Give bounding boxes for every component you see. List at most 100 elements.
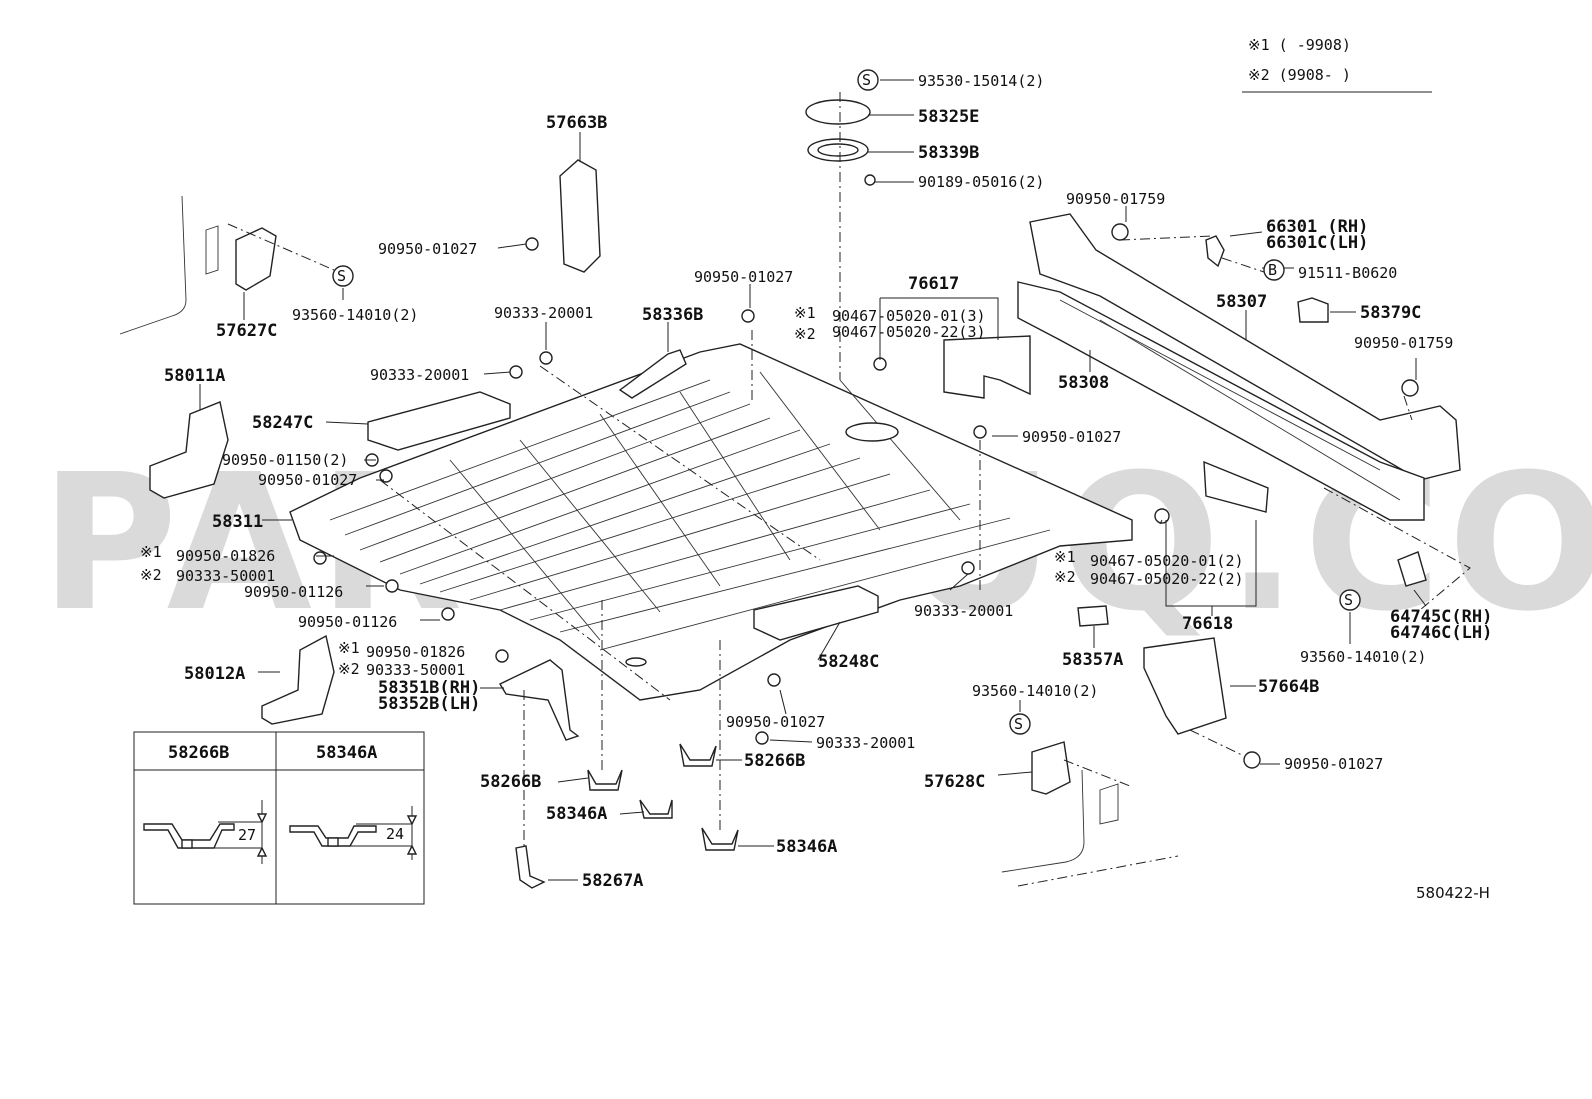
label-90467-05020-01-a: 90467-05020-01(3) [832,307,986,325]
svg-text:S: S [1014,715,1023,733]
label-58336B: 58336B [642,305,703,325]
label-90467-05020-01-b: 90467-05020-01(2) [1090,552,1244,570]
b-marker: B [1263,259,1285,281]
label-58247C: 58247C [252,413,313,433]
label-58248C: 58248C [818,652,879,672]
pillar-57663B [559,159,601,273]
s-marker-4: S [1339,589,1361,611]
label-90333-20001-a: 90333-20001 [494,304,593,322]
label-93560-14010-a: 93560-14010(2) [292,306,418,324]
label-76617: 76617 [908,274,959,294]
label-58307: 58307 [1216,292,1267,312]
center-lines [227,92,1471,850]
label-57664B: 57664B [1258,677,1319,697]
label-58379C: 58379C [1360,303,1421,323]
label-93560-14010-c: 93560-14010(2) [1300,648,1426,666]
s-marker-1: S [857,69,879,91]
bracket-58011A [149,401,229,499]
label-91511-B0620: 91511-B0620 [1298,264,1397,282]
diagram-id: 580422-H [1416,884,1490,902]
label-90950-01126-a: 90950-01126 [244,583,343,601]
detail-inset: 58266B 58346A 27 24 [133,731,425,905]
label-93560-14010-b: 93560-14010(2) [972,682,1098,700]
marker-m1-d: ※1 [1054,548,1076,566]
label-90333-20001-d: 90333-20001 [816,734,915,752]
label-58352B: 58352B(LH) [378,694,480,714]
svg-text:S: S [862,71,871,89]
label-90950-01126-b: 90950-01126 [298,613,397,631]
label-58308: 58308 [1058,373,1109,393]
marker-m2-d: ※2 [1054,568,1076,586]
legend: ※1 ( -9908) ※2 (9908- ) [1242,36,1432,93]
bracket-58351B [499,659,580,741]
inset-dim-27: 27 [238,826,256,844]
label-58266B-b: 58266B [480,772,541,792]
bracket-57664B [1143,637,1227,735]
body-outline [119,195,1179,887]
label-76618: 76618 [1182,614,1233,634]
label-90950-01759-a: 90950-01759 [1066,190,1165,208]
label-57628C: 57628C [924,772,985,792]
cap-58379C [1297,297,1329,323]
label-58346A-b: 58346A [776,837,837,857]
label-58011A: 58011A [164,366,225,386]
label-58351B: 58351B(RH) [378,678,480,698]
label-58311: 58311 [212,512,263,532]
small-brackets [515,743,739,889]
marker-m2-c: ※2 [794,325,816,343]
leader-lines [199,79,1427,881]
label-58346A-a: 58346A [546,804,607,824]
floor-panel-58311 [289,343,1133,701]
pad-58357A [1077,605,1109,627]
label-57663B: 57663B [546,113,607,133]
label-90333-20001-c: 90333-20001 [914,602,1013,620]
label-58339B: 58339B [918,143,979,163]
label-90950-01027-d: 90950-01027 [1022,428,1121,446]
label-90189-05016: 90189-05016(2) [918,173,1044,191]
marker-m2-a: ※2 [140,566,162,584]
label-90950-01826-b: 90950-01826 [366,643,465,661]
label-90950-01027-a: 90950-01027 [378,240,477,258]
marker-m2-b: ※2 [338,660,360,678]
label-64745C: 64745C(RH) [1390,607,1492,627]
bracket-57628C [1031,741,1071,795]
label-90333-20001-b: 90333-20001 [370,366,469,384]
label-90950-01027-c: 90950-01027 [258,471,357,489]
inset-dim-24: 24 [386,825,404,843]
bracket-58336B [618,349,687,399]
part-labels: 93530-15014(2) 58325E 58339B 90189-05016… [140,72,1492,891]
svg-text:B: B [1268,261,1277,279]
svg-text:S: S [1344,591,1353,609]
label-90333-50001-b: 90333-50001 [366,661,465,679]
svg-text:S: S [337,267,346,285]
marker-m1-a: ※1 [140,543,162,561]
label-57627C: 57627C [216,321,277,341]
label-90950-01150: 90950-01150(2) [222,451,348,469]
clip-66301 [1205,235,1225,268]
cover-76617 [943,335,1031,399]
bracket-57627C [235,227,277,291]
marker-m1-b: ※1 [338,639,360,657]
label-90333-50001-a: 90333-50001 [176,567,275,585]
label-93530-15014: 93530-15014(2) [918,72,1044,90]
member-58248C [753,585,879,641]
label-58357A: 58357A [1062,650,1123,670]
label-90950-01027-e: 90950-01027 [726,713,825,731]
legend-row-2: ※2 (9908- ) [1248,66,1351,84]
s-marker-3: S [1009,713,1031,735]
label-90950-01027-f: 90950-01027 [1284,755,1383,773]
label-58266B-a: 58266B [744,751,805,771]
rear-crossmember-58307 [1017,213,1461,521]
member-58247C [367,391,511,451]
label-66301C: 66301C(LH) [1266,233,1368,253]
bracket-58012A [261,634,335,725]
label-58325E: 58325E [918,107,979,127]
label-90467-05020-22-a: 90467-05020-22(3) [832,323,986,341]
label-58012A: 58012A [184,664,245,684]
label-90950-01027-b: 90950-01027 [694,268,793,286]
label-90950-01759-b: 90950-01759 [1354,334,1453,352]
label-90467-05020-22-b: 90467-05020-22(2) [1090,570,1244,588]
inset-title-58346A: 58346A [316,743,377,763]
label-64746C: 64746C(LH) [1390,623,1492,643]
